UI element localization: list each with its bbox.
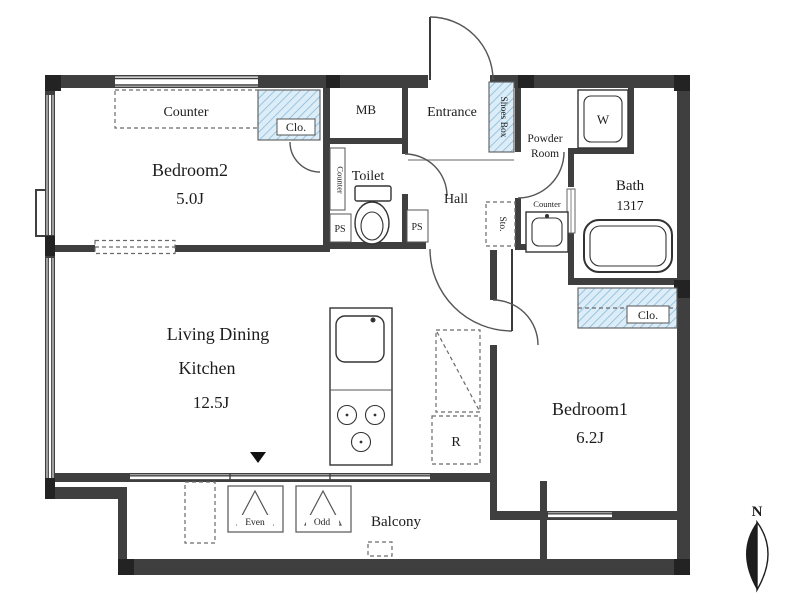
toilet-counter-box [329, 147, 346, 211]
powder-counter-label: Counter [533, 199, 561, 209]
evacuation-hatch-odd [295, 485, 352, 533]
refrigerator-space [431, 415, 481, 465]
closet2-door-arc [289, 141, 321, 173]
bedroom1-label: Bedroom1 [552, 399, 628, 419]
balcony-details [184, 452, 393, 557]
ps-right-box [406, 209, 429, 243]
bedroom2-size: 5.0J [176, 189, 204, 208]
toilet-counter-label: Counter [336, 166, 346, 194]
ps-right-label: PS [411, 222, 422, 233]
washer-icon [577, 89, 629, 149]
compass-north-label: N [752, 504, 763, 520]
powder-room-label-2: Room [531, 148, 559, 160]
compass-needle-light [756, 519, 769, 593]
compass-needle-dark [746, 522, 757, 590]
bath-size: 1317 [617, 198, 644, 213]
direction-marker [250, 452, 266, 463]
pantry-cabinet [435, 329, 481, 413]
ldk-size: 12.5J [193, 393, 230, 412]
balcony-drain [367, 541, 393, 557]
sink-icon [335, 315, 385, 363]
service-boxes [329, 147, 429, 243]
door-arcs [289, 141, 576, 346]
meter-box-label: MB [356, 102, 377, 117]
counter-bedroom2-label: Counter [163, 105, 208, 120]
text-labels: Counter Bedroom2 5.0J Clo. MB Entrance S… [152, 97, 763, 530]
storage-sto [485, 201, 516, 247]
faucet-icon [370, 317, 376, 323]
bedroom1-size: 6.2J [576, 428, 604, 447]
shoes-box-label: Shoes Box [498, 97, 508, 138]
hall-ldk-door-arc [429, 248, 513, 332]
hatch-odd-label: Odd [314, 518, 331, 528]
kitchen-counter [329, 307, 393, 466]
evacuation-hatch-even [227, 485, 284, 533]
refrigerator-label: R [451, 435, 461, 450]
bedroom1-door-arc [492, 299, 539, 346]
balcony-label: Balcony [371, 514, 421, 530]
entrance-label: Entrance [427, 105, 477, 120]
hall-label: Hall [444, 192, 468, 207]
closet-bedroom2-label: Clo. [286, 120, 306, 134]
bathtub-icon [583, 219, 673, 273]
storage-areas [94, 81, 678, 465]
exterior-pillar [35, 189, 47, 237]
closet-bedroom1-label: Clo. [638, 308, 658, 322]
closet-bedroom1-labelbox [626, 305, 670, 324]
toilet-door-arc [404, 153, 448, 197]
entrance-door [408, 16, 514, 161]
balcony-storage [184, 481, 216, 544]
counter-bedroom2-outline [114, 89, 259, 129]
ldk-label-1: Living Dining [167, 324, 270, 344]
shoes-box [488, 81, 515, 153]
columns [45, 75, 690, 575]
toilet-icon [354, 185, 392, 245]
windows [46, 76, 690, 560]
stove-icon [336, 404, 386, 453]
ldk-label-2: Kitchen [179, 358, 236, 378]
bedroom2-label: Bedroom2 [152, 160, 228, 180]
compass [746, 519, 769, 593]
powder-door-arc [517, 151, 565, 199]
vanity-icon [525, 211, 569, 253]
ps-left-box [329, 213, 352, 243]
storage-label: Sto. [497, 216, 507, 231]
toilet-label: Toilet [352, 169, 385, 184]
hatch-even-label: Even [245, 518, 265, 528]
washer-label: W [597, 112, 610, 127]
closet-bedroom2-labelbox [276, 118, 316, 136]
ps-left-label: PS [334, 224, 345, 235]
powder-room-label-1: Powder [527, 133, 562, 145]
bath-label: Bath [616, 178, 645, 194]
